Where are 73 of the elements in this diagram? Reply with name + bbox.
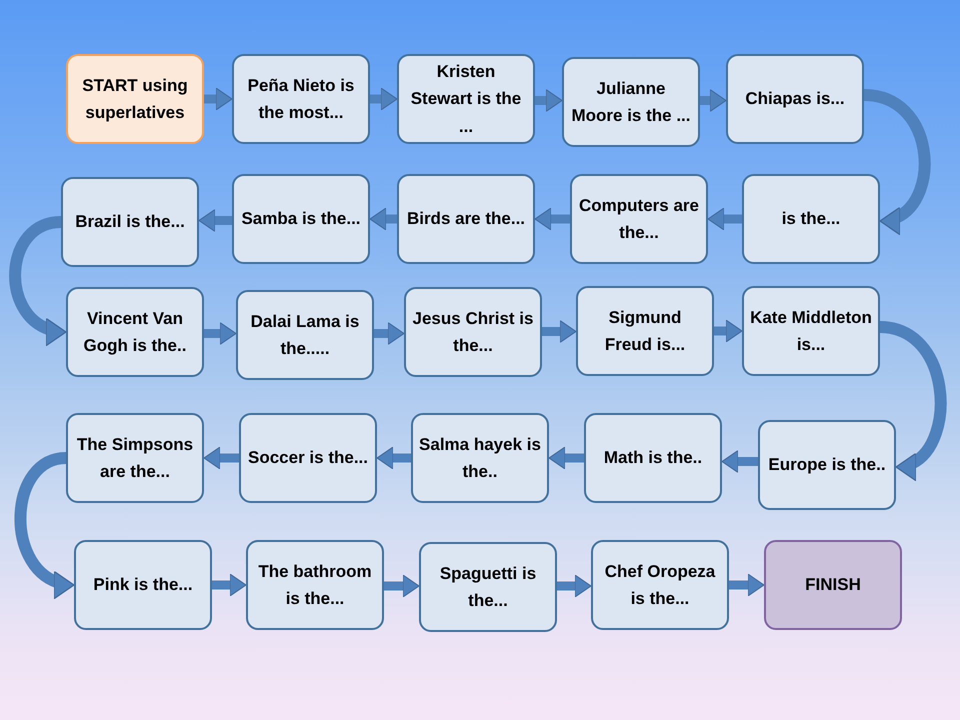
arrow bbox=[729, 574, 764, 596]
board-square bbox=[236, 290, 374, 380]
arrow bbox=[548, 446, 584, 470]
curved-arrow bbox=[863, 89, 930, 232]
board-square bbox=[61, 177, 199, 267]
square-text: Europe is the.. bbox=[768, 454, 886, 476]
board-square bbox=[232, 54, 370, 144]
arrow bbox=[708, 208, 742, 230]
square-text: is the... bbox=[782, 208, 840, 230]
board-square bbox=[726, 54, 864, 144]
square-text: Peña Nieto is the most... bbox=[246, 74, 356, 124]
board-square bbox=[591, 540, 729, 630]
arrow bbox=[198, 209, 232, 232]
board-square bbox=[411, 413, 549, 503]
board-square bbox=[404, 287, 542, 377]
square-text: Soccer is the... bbox=[248, 447, 368, 470]
board-square bbox=[66, 413, 204, 503]
square-text: Brazil is the... bbox=[75, 211, 185, 234]
square-text: The Simpsons are the... bbox=[76, 434, 194, 483]
board-square bbox=[419, 542, 557, 632]
square-text: FINISH bbox=[805, 574, 861, 596]
square-text: Birds are the... bbox=[406, 208, 526, 230]
square-text: Math is the.. bbox=[604, 447, 702, 470]
square-text: Chef Oropeza is the... bbox=[604, 560, 716, 610]
square-text: Salma hayek is the.. bbox=[419, 434, 541, 483]
curved-arrow bbox=[14, 452, 75, 596]
arrow bbox=[542, 320, 576, 343]
board-square bbox=[246, 540, 384, 630]
arrow bbox=[370, 88, 398, 110]
board-square bbox=[66, 287, 204, 377]
square-text: Julianne Moore is the ... bbox=[570, 78, 692, 127]
board-square bbox=[742, 286, 880, 376]
arrow bbox=[384, 574, 420, 598]
board-square bbox=[239, 413, 377, 503]
square-text: Sigmund Freud is... bbox=[604, 306, 686, 356]
arrow bbox=[370, 208, 397, 230]
square-text: Kate Middleton is... bbox=[750, 306, 872, 356]
board-square bbox=[232, 174, 370, 264]
square-text: START using superlatives bbox=[81, 74, 189, 124]
arrow bbox=[534, 208, 570, 230]
board-square bbox=[758, 420, 896, 510]
square-text: Dalai Lama is the..... bbox=[250, 310, 360, 360]
board-square bbox=[74, 540, 212, 630]
arrow bbox=[722, 450, 758, 473]
arrow bbox=[714, 320, 742, 342]
arrow bbox=[204, 322, 236, 345]
square-text: Samba is the... bbox=[241, 208, 361, 230]
arrow bbox=[535, 89, 562, 112]
curved-arrow bbox=[9, 216, 67, 344]
board-square bbox=[570, 174, 708, 264]
square-text: Kristen Stewart is the ... bbox=[410, 61, 522, 138]
board-square bbox=[397, 54, 535, 144]
finish-square bbox=[764, 540, 902, 630]
board-square bbox=[562, 57, 700, 147]
arrow bbox=[374, 322, 404, 345]
square-text: Jesus Christ is the... bbox=[412, 308, 534, 357]
board-square bbox=[576, 286, 714, 376]
square-text: Computers are the... bbox=[578, 194, 700, 244]
board-square bbox=[584, 413, 722, 503]
arrow bbox=[204, 88, 232, 110]
square-text: Vincent Van Gogh is the.. bbox=[82, 308, 188, 357]
arrow bbox=[204, 446, 239, 470]
square-text: Spaguetti is the... bbox=[438, 562, 538, 612]
arrow bbox=[376, 446, 411, 470]
square-text: Pink is the... bbox=[93, 574, 193, 596]
start-square bbox=[66, 54, 204, 144]
board-square bbox=[742, 174, 880, 264]
arrow bbox=[212, 574, 246, 596]
arrow bbox=[557, 574, 592, 598]
arrow bbox=[700, 89, 726, 112]
square-text: Chiapas is... bbox=[745, 88, 845, 110]
square-text: The bathroom is the... bbox=[257, 560, 373, 610]
board-square bbox=[397, 174, 535, 264]
